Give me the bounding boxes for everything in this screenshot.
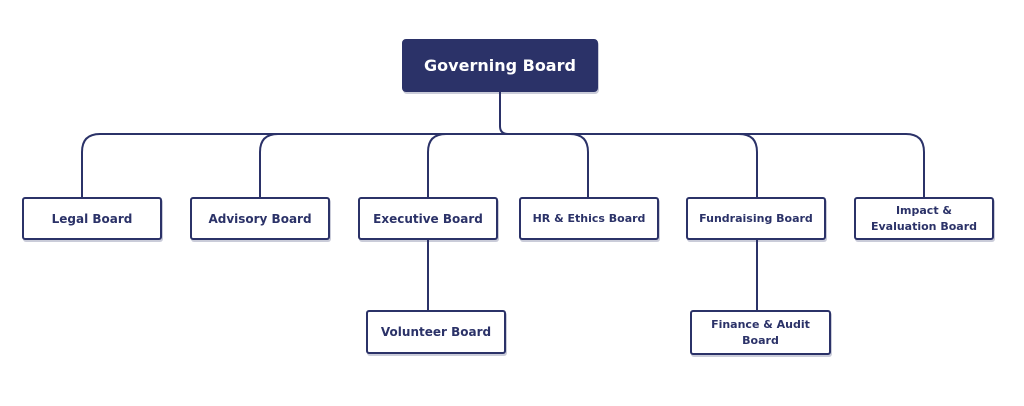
- governing-board-node[interactable]: Governing Board: [402, 39, 598, 92]
- connector-advisory: [259, 133, 279, 199]
- hr-ethics-board-node[interactable]: HR & Ethics Board: [519, 197, 659, 240]
- fundraising-board-node[interactable]: Fundraising Board: [686, 197, 826, 240]
- hr-ethics-board-label: HR & Ethics Board: [532, 211, 646, 225]
- connector-executive-left: [427, 133, 447, 199]
- connector-hr: [569, 133, 589, 199]
- impact-evaluation-board-node[interactable]: Impact & Evaluation Board: [854, 197, 994, 240]
- fundraising-board-label: Fundraising Board: [699, 211, 813, 225]
- advisory-board-label: Advisory Board: [208, 211, 312, 226]
- finance-audit-board-node[interactable]: Finance & Audit Board: [690, 310, 831, 355]
- volunteer-board-label: Volunteer Board: [380, 325, 492, 339]
- executive-board-node[interactable]: Executive Board: [358, 197, 498, 240]
- legal-board-label: Legal Board: [51, 211, 133, 226]
- finance-audit-board-label: Finance & Audit Board: [711, 317, 810, 347]
- governing-board-label: Governing Board: [424, 55, 576, 75]
- connector-root-trunk: [499, 91, 509, 135]
- connector-legal: [81, 133, 101, 199]
- connector-impact: [905, 133, 925, 199]
- legal-board-node[interactable]: Legal Board: [22, 197, 162, 240]
- impact-evaluation-board-label: Impact & Evaluation Board: [870, 203, 978, 233]
- advisory-board-node[interactable]: Advisory Board: [190, 197, 330, 240]
- connector-fundraising: [738, 133, 758, 199]
- executive-board-label: Executive Board: [373, 211, 483, 226]
- volunteer-board-node[interactable]: Volunteer Board: [366, 310, 506, 354]
